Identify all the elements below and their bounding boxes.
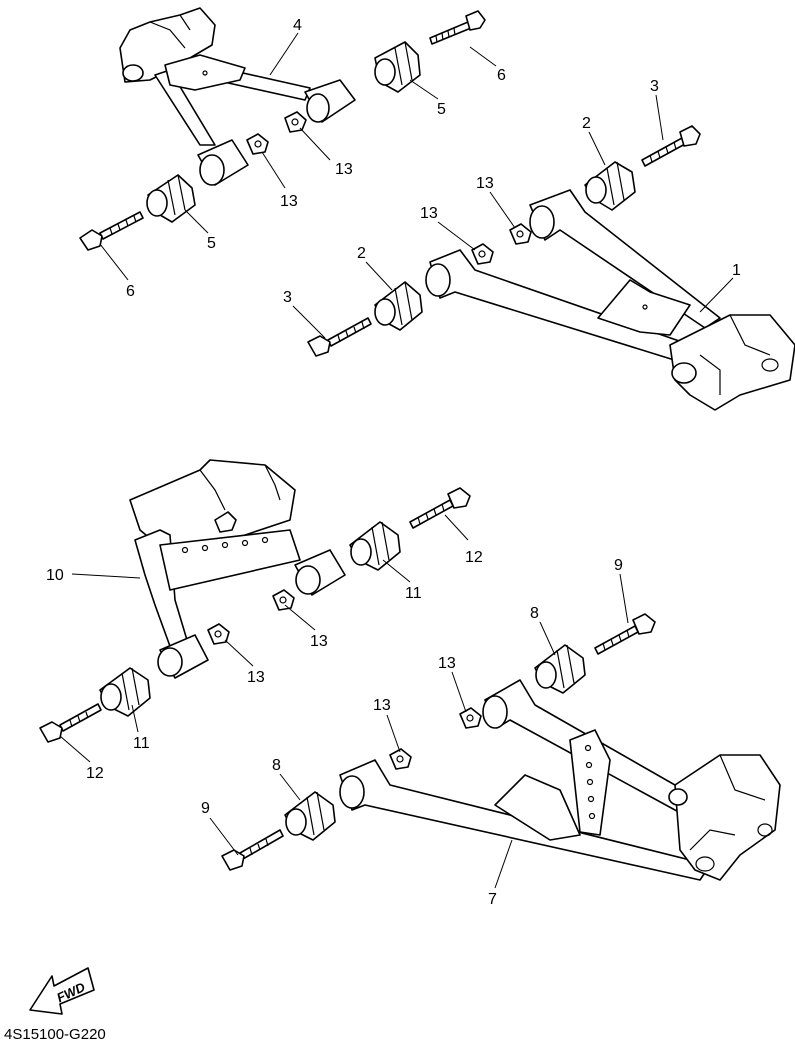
- nut-part-13-d: [471, 243, 494, 265]
- bushing-part-8-left: [284, 791, 336, 841]
- bolt-part-12-right: [409, 487, 471, 529]
- callout-10: 10: [46, 567, 64, 584]
- callout-11-right: 11: [405, 585, 422, 602]
- callout-12-left: 12: [86, 765, 104, 782]
- callout-3-right: 3: [650, 78, 659, 95]
- bushing-part-11-left: [99, 667, 151, 717]
- nut-part-13-a: [284, 111, 307, 133]
- fwd-arrow-icon: FWD: [29, 967, 95, 1015]
- callout-13-e: 13: [310, 633, 328, 650]
- bolt-part-12-left: [39, 703, 102, 743]
- callout-7: 7: [488, 891, 497, 908]
- callout-8-right: 8: [530, 605, 539, 622]
- callout-2-left: 2: [357, 245, 366, 262]
- callout-13-f: 13: [247, 669, 265, 686]
- callout-6-bottom: 6: [126, 283, 135, 300]
- nut-part-13-e: [272, 589, 295, 611]
- upper-arm-part-10: [129, 459, 346, 679]
- bolt-part-9-right: [594, 613, 656, 655]
- callout-13-c: 13: [476, 175, 494, 192]
- bolt-part-6-bottom: [79, 211, 144, 251]
- nut-part-13-g: [459, 707, 482, 729]
- callout-1: 1: [732, 262, 741, 279]
- upper-arm-part-4: [119, 7, 356, 186]
- bushing-part-11-right: [349, 521, 401, 571]
- callout-13-g: 13: [438, 655, 456, 672]
- bushing-part-2-left: [374, 281, 423, 331]
- figure-code: 4S15100-G220: [4, 1026, 106, 1043]
- callout-2-right: 2: [582, 115, 591, 132]
- leader-lines: [59, 32, 734, 889]
- nut-part-13-h: [389, 748, 412, 770]
- nut-part-13-b: [246, 133, 269, 155]
- nut-part-13-c: [509, 223, 532, 245]
- callout-5-bottom: 5: [207, 235, 216, 252]
- bushing-part-5-top: [374, 41, 421, 93]
- callout-9-right: 9: [614, 557, 623, 574]
- callout-4: 4: [293, 17, 302, 34]
- callout-6-top: 6: [497, 67, 506, 84]
- callout-13-b: 13: [280, 193, 298, 210]
- bolt-part-3-right: [641, 125, 701, 167]
- callout-9-left: 9: [201, 800, 210, 817]
- callout-13-a: 13: [335, 161, 353, 178]
- bushing-part-5-bottom: [146, 174, 196, 223]
- bolt-part-6-top: [429, 10, 486, 45]
- bushing-part-2-right: [584, 161, 636, 211]
- lower-arm-part-7: [339, 679, 781, 881]
- callouts: 4 6 5 13 13 5 6 3 2 13 13 1 2 3 12 11 10…: [46, 17, 741, 908]
- callout-13-h: 13: [373, 697, 391, 714]
- callout-5-top: 5: [437, 101, 446, 118]
- bushing-part-8-right: [534, 644, 586, 694]
- callout-11-left: 11: [133, 735, 150, 752]
- callout-13-d: 13: [420, 205, 438, 222]
- lower-arm-part-1: [425, 189, 795, 411]
- callout-8-left: 8: [272, 757, 281, 774]
- callout-12-right: 12: [465, 549, 483, 566]
- callout-3-left: 3: [283, 289, 292, 306]
- nut-part-13-f: [207, 623, 230, 645]
- bolt-part-9-left: [221, 829, 284, 871]
- bolt-part-3-left: [307, 317, 372, 357]
